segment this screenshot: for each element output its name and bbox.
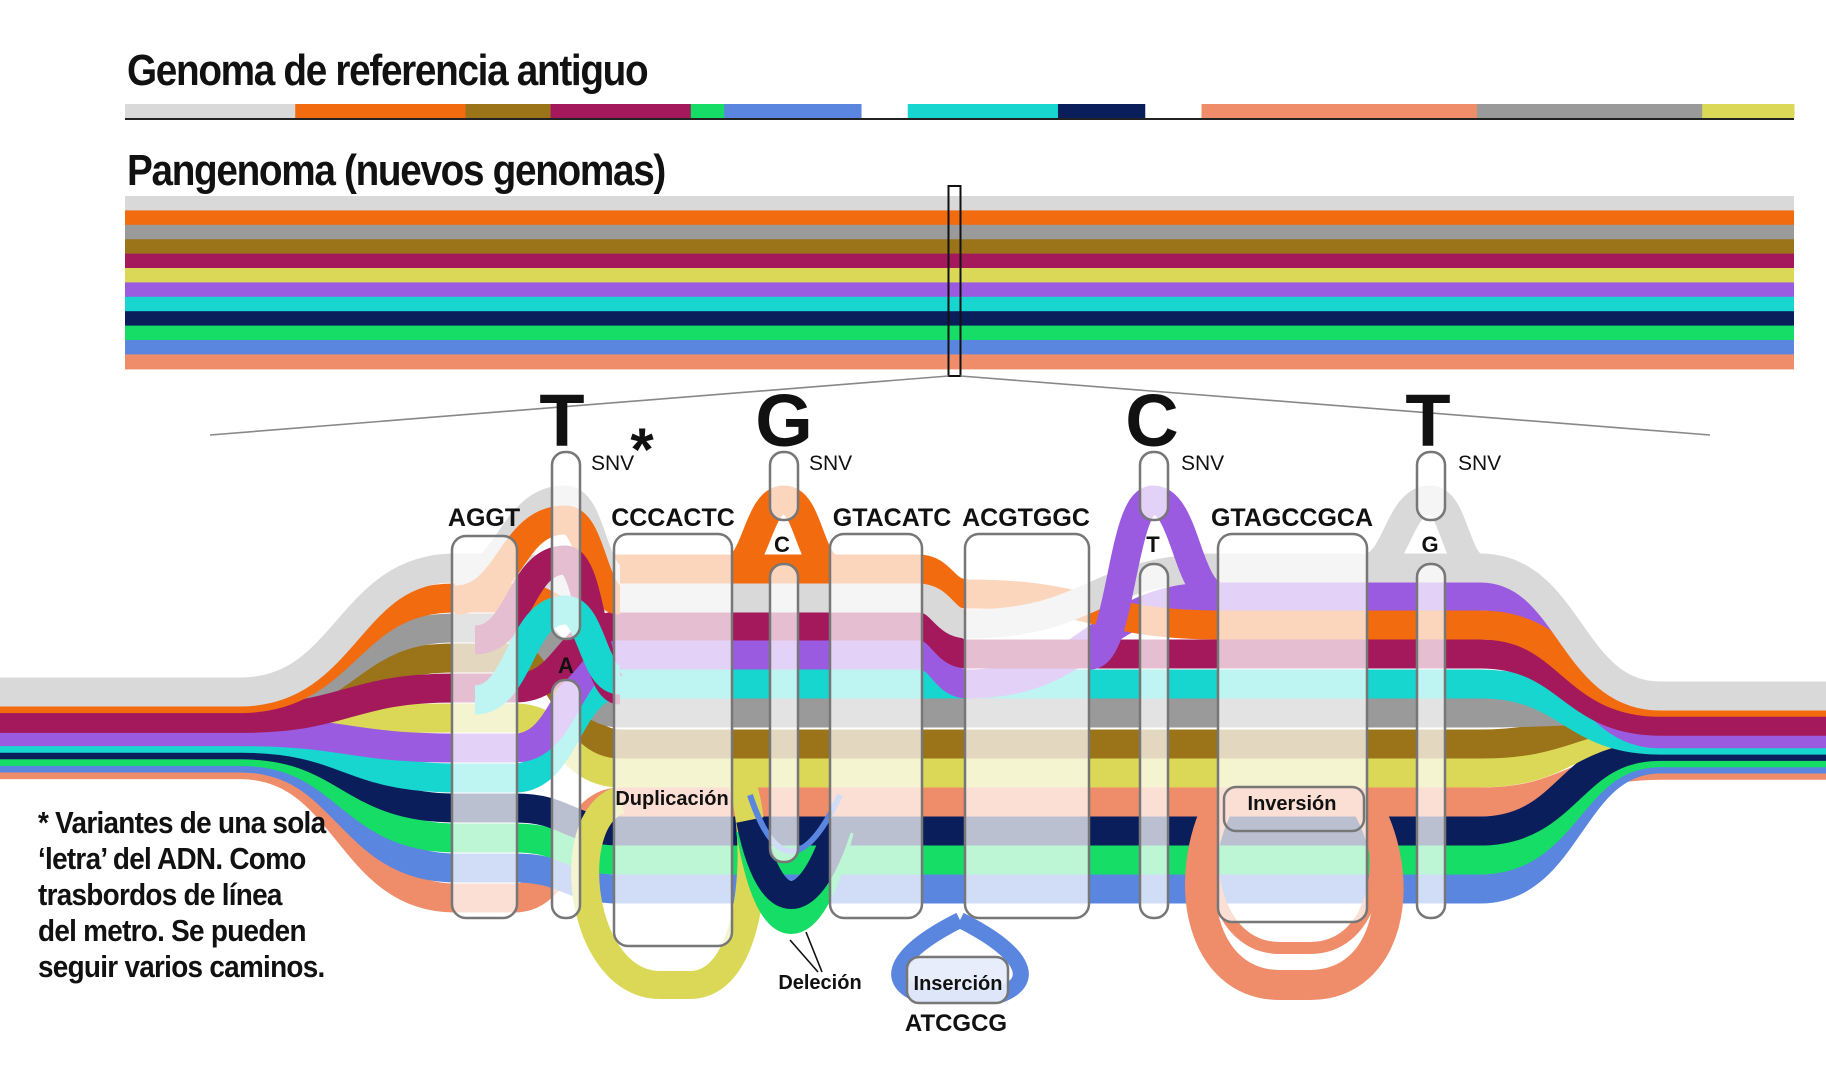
inversion-loop-inner (1206, 807, 1382, 954)
snv-capsule-3-bottom (1138, 562, 1170, 920)
ref-segment-yellow (1702, 104, 1795, 118)
snv-tag-2: SNV (809, 452, 852, 475)
deletion-navy (736, 815, 854, 909)
block-label-aggt: AGGT (448, 504, 520, 532)
sequence-blocks: AGGT CCCACTC GTACATC ACGTGGC GTAGCCGCA T… (448, 379, 1501, 1037)
pangenome-title: Pangenoma (nuevos genomas) (127, 146, 666, 195)
zoom-line-right (960, 375, 1711, 436)
snv-capsule-1-top (550, 450, 582, 641)
block-label-cccactc: CCCACTC (611, 504, 735, 532)
deletion-pointer-2 (805, 931, 823, 973)
path-purple (0, 581, 1826, 763)
inversion-label: Inversión (1248, 793, 1337, 815)
reference-genome-title: Genoma de referencia antiguo (127, 46, 649, 95)
snv-alt-4: G (1421, 532, 1438, 557)
block-aggt (450, 534, 519, 920)
insertion-sequence: ATCGCG (905, 1010, 1007, 1037)
ref-segment-olive (465, 104, 552, 118)
snv-capsule-4-bottom (1415, 562, 1447, 920)
insertion-block (905, 955, 1010, 1005)
snv-capsule-2-bottom (768, 562, 800, 864)
snv-letter-2: G (755, 379, 813, 462)
ref-segment-navy (1057, 104, 1146, 118)
block-label-acgtggc: ACGTGGC (962, 504, 1090, 532)
snv-tag-3: SNV (1181, 452, 1224, 475)
snv-capsule-2-top (768, 450, 800, 522)
snv-tag-4: SNV (1458, 452, 1501, 475)
deletion-pointer-1 (789, 939, 819, 973)
block-gtagccgca (1216, 532, 1369, 924)
path-orange (0, 554, 1826, 717)
block-gtacatc (828, 532, 924, 920)
snv-letter-4: T (1405, 379, 1450, 462)
ref-segment-salmon (1201, 104, 1478, 118)
snv-capsule-4-top (1415, 450, 1447, 522)
snv-capsule-3-top (1138, 450, 1170, 522)
zoom-line-left (209, 375, 949, 436)
snv-letter-1: T (539, 379, 584, 462)
snv-alt-3: T (1146, 532, 1160, 557)
ref-segment-orange (295, 104, 466, 118)
snv-letter-3: C (1125, 379, 1178, 462)
deletion-label: Deleción (778, 972, 861, 994)
snv-tag-1: SNV (591, 452, 634, 475)
duplication-label: Duplicación (615, 788, 728, 810)
block-cccactc (612, 532, 734, 948)
path-yellow (0, 703, 1826, 788)
ref-segment-blue (724, 104, 862, 118)
path-lightgray (0, 553, 1826, 711)
ref-segment-magenta (550, 104, 692, 118)
snv-alt-2: C (774, 532, 790, 557)
block-label-gtagccgca: GTAGCCGCA (1211, 504, 1373, 532)
snv-footnote: * Variantes de una sola ‘letra’ del ADN.… (38, 805, 326, 984)
snv-alt-1: A (558, 653, 574, 678)
zoom-guide (209, 185, 1711, 436)
ref-segment-green (690, 104, 725, 118)
inversion-label-box (1222, 785, 1366, 833)
insertion-label: Inserción (914, 973, 1003, 995)
block-label-gtacatc: GTACATC (833, 504, 952, 532)
reference-genome-bar (125, 104, 1795, 120)
ref-segment-gray (1476, 104, 1703, 118)
ref-segment-cyan (907, 104, 1059, 118)
inversion-loop-outer (1185, 794, 1404, 1000)
zoom-window (947, 185, 962, 377)
block-acgtggc (963, 532, 1091, 920)
snv-capsule-1-bottom (550, 678, 582, 920)
ref-segment-lightgray (125, 104, 296, 118)
snv-asterisk: * (630, 416, 654, 483)
